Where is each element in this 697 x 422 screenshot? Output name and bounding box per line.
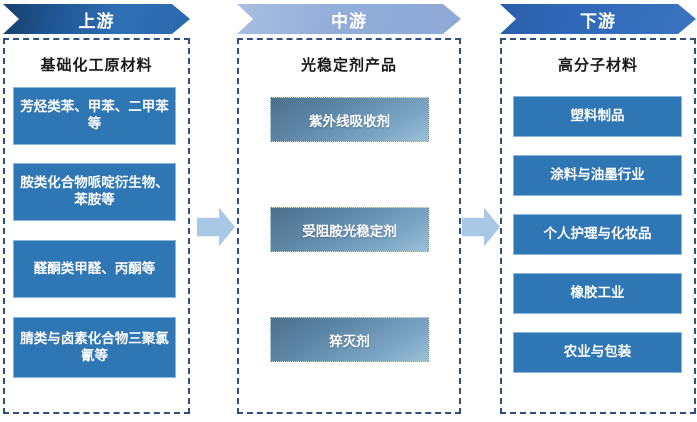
- chevron-label-upstream: 上游: [78, 11, 115, 31]
- item-box-downstream-2[interactable]: 涂料与油墨行业: [513, 155, 682, 196]
- item-box-downstream-1[interactable]: 塑料制品: [513, 96, 682, 137]
- arrow-right-icon-upstream-to-midstream: [197, 207, 235, 247]
- item-box-downstream-4[interactable]: 橡胶工业: [513, 273, 682, 314]
- panel-title-downstream: 高分子材料: [557, 57, 638, 74]
- chevron-label-downstream: 下游: [580, 11, 616, 31]
- chevron-header-midstream: 中游: [237, 4, 461, 34]
- item-box-midstream-2[interactable]: 受阻胺光稳定剂: [270, 207, 429, 252]
- item-box-midstream-3[interactable]: 猝灭剂: [270, 317, 429, 362]
- item-box-downstream-3[interactable]: 个人护理与化妆品: [513, 214, 682, 255]
- chevron-header-upstream: 上游: [3, 4, 190, 34]
- panel-title-midstream: 光稳定剂产品: [300, 57, 397, 74]
- item-box-upstream-2[interactable]: 胺类化合物哌啶衍生物、苯胺等: [13, 163, 176, 221]
- item-box-upstream-4[interactable]: 腈类与卤素化合物三聚氯氰等: [13, 317, 176, 378]
- chevron-label-midstream: 中游: [331, 11, 367, 31]
- item-box-upstream-1[interactable]: 芳烃类苯、甲苯、二甲苯等: [13, 87, 176, 145]
- arrow-right-icon-midstream-to-downstream: [462, 207, 500, 247]
- chevron-header-downstream: 下游: [500, 4, 696, 34]
- item-box-upstream-3[interactable]: 醛酮类甲醛、丙酮等: [13, 240, 176, 298]
- item-box-downstream-5[interactable]: 农业与包装: [513, 332, 682, 373]
- panel-title-upstream: 基础化工原材料: [40, 57, 153, 74]
- item-box-midstream-1[interactable]: 紫外线吸收剂: [270, 97, 429, 142]
